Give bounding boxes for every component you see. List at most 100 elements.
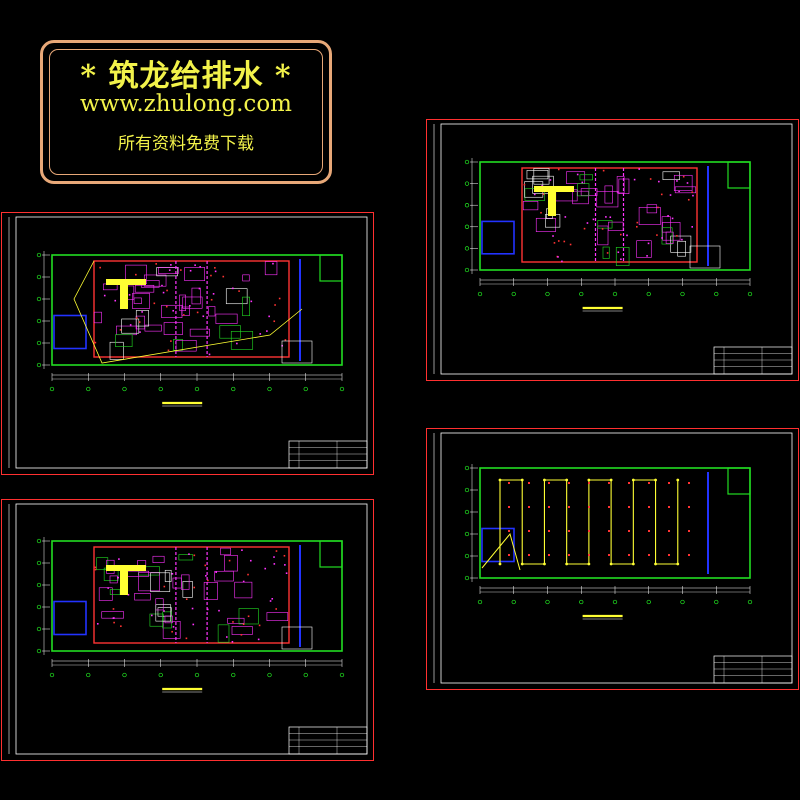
axis-bubble <box>267 672 272 678</box>
fixture-dot <box>523 183 526 186</box>
fixture-dot <box>182 314 185 316</box>
room-cell <box>230 331 254 350</box>
sprinkler-node <box>631 478 635 482</box>
sprinkler-head <box>648 530 650 532</box>
room-cell <box>227 617 245 624</box>
room-cell <box>533 168 550 185</box>
building-outline <box>479 161 751 271</box>
sprinkler-node <box>587 562 591 566</box>
fixture-dot <box>553 242 556 244</box>
room-cell <box>172 577 182 589</box>
fixture-dot <box>204 564 207 567</box>
axis-bubble <box>158 672 163 678</box>
room-cell <box>164 615 173 624</box>
fixture-dot <box>671 217 674 220</box>
stair-cluster <box>281 340 313 364</box>
fixture-dot <box>247 573 249 576</box>
fixture-dot <box>170 264 172 266</box>
stair-cluster <box>689 245 721 269</box>
room-cell <box>132 292 150 309</box>
pump-room <box>481 220 515 255</box>
banner-title: * 筑龙给排水 * <box>80 59 292 94</box>
annex-block <box>727 467 751 495</box>
fixture-dot <box>552 235 554 237</box>
room-cell <box>661 227 673 245</box>
fixture-dot <box>592 218 595 221</box>
room-cell <box>203 582 218 600</box>
sheet-top-left <box>1 212 374 475</box>
sprinkler-head <box>628 530 630 532</box>
room-cell <box>175 339 197 352</box>
axis-bubble <box>714 599 719 605</box>
room-cell <box>670 235 692 253</box>
axis-bubble <box>464 487 470 493</box>
fixture-dot <box>192 623 195 626</box>
fixture-dot <box>232 621 234 623</box>
title-block <box>288 440 368 469</box>
fixture-dot <box>284 564 286 566</box>
fixture-dot <box>103 294 106 297</box>
axis-bubble <box>464 267 470 273</box>
fixture-dot <box>268 315 270 318</box>
room-cell <box>127 285 135 300</box>
room-cell <box>134 593 151 601</box>
fixture-dot <box>647 242 650 245</box>
sprinkler-head <box>568 506 570 508</box>
fixture-dot <box>189 269 192 272</box>
axis-bubble <box>36 340 42 346</box>
fixture-dot <box>669 194 672 196</box>
axis-bubble <box>303 672 308 678</box>
fixture-dot <box>557 256 559 258</box>
fixture-dot <box>692 194 694 197</box>
fixture-dot <box>636 221 639 224</box>
fixture-dot <box>225 636 228 638</box>
fixture-dot <box>165 305 168 308</box>
room-cell <box>144 324 162 332</box>
fixture-dot <box>278 297 281 300</box>
fixture-dot <box>247 615 250 618</box>
sprinkler-node <box>676 478 680 482</box>
fixture-dot <box>241 549 243 551</box>
fixture-dot <box>533 193 536 196</box>
axis-bubble <box>36 296 42 302</box>
fixture-dot <box>549 179 552 181</box>
axis-bubble <box>464 575 470 581</box>
fixture-dot <box>94 341 97 344</box>
fixture-dot <box>646 255 648 257</box>
fixture-dot <box>161 284 163 287</box>
fixture-dot <box>275 550 278 552</box>
axis-bubble <box>49 672 55 678</box>
fixture-dot <box>205 575 207 577</box>
sprinkler-head <box>528 554 530 556</box>
fixture-dot <box>658 180 660 183</box>
sprinkler-head <box>668 506 670 508</box>
sprinkler-head <box>688 482 690 484</box>
sprinkler-head <box>648 554 650 556</box>
room-cell <box>673 174 693 191</box>
room-cell <box>264 261 278 276</box>
room-cell <box>98 587 113 601</box>
room-cell <box>93 311 102 324</box>
axis-bubble <box>36 318 42 324</box>
axis-bubble <box>303 386 308 392</box>
fixture-dot <box>257 638 260 641</box>
fixture-dot <box>557 240 560 242</box>
building-outline <box>51 254 343 366</box>
fixture-dot <box>240 634 243 636</box>
fixture-dot <box>269 600 272 602</box>
fixture-dot <box>633 178 636 181</box>
sprinkler-head <box>528 506 530 508</box>
fixture-dot <box>206 608 209 611</box>
axis-bubble <box>36 538 42 544</box>
room-cell <box>161 304 183 318</box>
sprinkler-head <box>528 530 530 532</box>
axis-bubble <box>612 599 618 605</box>
sprinkler-head <box>648 506 650 508</box>
axis-bubble <box>86 386 91 392</box>
axis-bubble <box>122 672 127 678</box>
fixture-dot <box>540 211 542 214</box>
pump-room <box>53 314 87 350</box>
fixture-dot <box>258 624 261 627</box>
fixture-dot <box>120 625 122 627</box>
